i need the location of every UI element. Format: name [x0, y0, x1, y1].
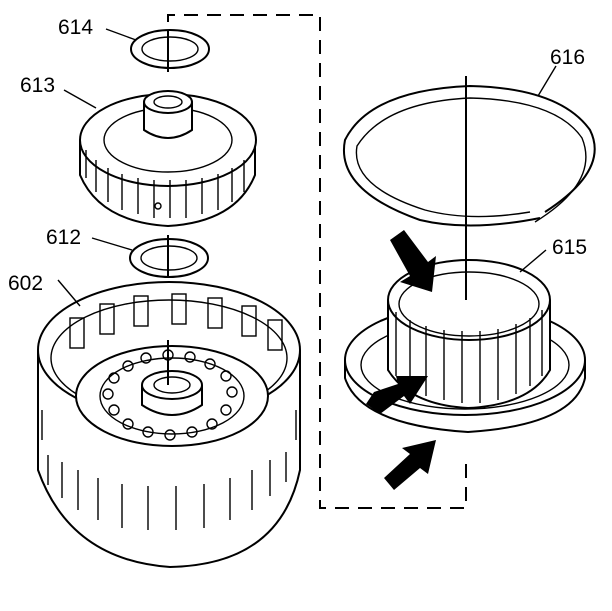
arrow-indicator-3	[384, 440, 436, 490]
label-615: 615	[552, 236, 587, 259]
clutch-drum-613	[79, 90, 257, 228]
clutch-housing-602	[37, 281, 301, 569]
thrust-washer-614	[130, 29, 210, 69]
alignment-path	[167, 14, 467, 509]
label-616: 616	[550, 46, 585, 69]
label-613: 613	[20, 74, 55, 97]
snap-ring-616	[342, 84, 596, 227]
arrow-indicator-2	[366, 376, 428, 414]
label-612: 612	[46, 226, 81, 249]
leader-lines	[57, 28, 557, 307]
label-602: 602	[8, 272, 43, 295]
arrow-indicator-1	[390, 230, 436, 292]
label-614: 614	[58, 16, 93, 39]
